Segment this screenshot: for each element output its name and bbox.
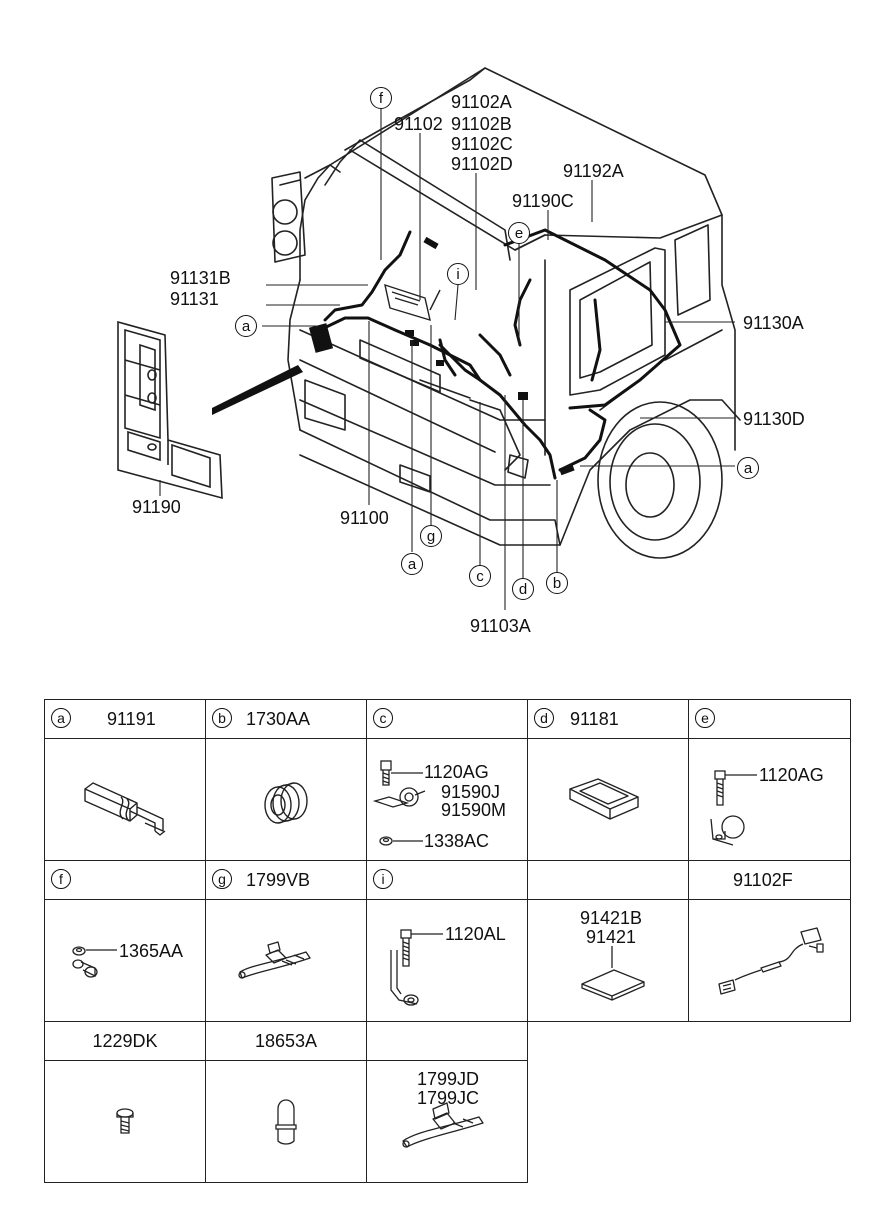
bolt-bracket-icon (390, 929, 443, 1006)
cell-header-e: e (688, 699, 851, 739)
cell-header-i: i (366, 860, 528, 900)
part-label-91102: 91102 (394, 114, 443, 134)
part-label-91130D: 91130D (743, 409, 805, 429)
wiring-diagram: 91102A 91102 91102B 91102C 91102D 91192A… (117, 67, 805, 636)
part-label-91100: 91100 (340, 508, 389, 528)
callout-a-bottom: a (401, 553, 423, 575)
cell-header-91102F: 91102F (688, 860, 851, 900)
callout-part: 91590M (441, 800, 507, 820)
callout-part: 1799JC (417, 1088, 480, 1108)
part-number: 1730AA (246, 709, 311, 729)
callout-d: d (512, 578, 534, 600)
part-label-91190C: 91190C (512, 191, 574, 211)
part-number: 1799VB (246, 870, 311, 890)
clamp-assembly-icon (372, 760, 426, 846)
cell-header-c: c (366, 699, 528, 739)
callout-c: c (469, 565, 491, 587)
cell-body-f: 1365AA (44, 899, 206, 1022)
callout-part: 1120AG (759, 765, 824, 785)
callout-part: 1799JD (417, 1069, 480, 1089)
cell-body-d (527, 738, 689, 861)
cell-letter: i (373, 869, 393, 889)
cell-body-i: 1120AL (366, 899, 528, 1022)
callout-part: 91421B (580, 908, 643, 928)
parts-table: a 91191 b 1730AA c d 91181 e (44, 699, 851, 1183)
part-label-91130A: 91130A (743, 313, 804, 333)
bulb-icon (275, 1099, 297, 1145)
part-number: 91102F (733, 870, 793, 890)
cell-header-b: b 1730AA (205, 699, 367, 739)
cell-body-e: 1120AG (688, 738, 851, 861)
part-label-91102B: 91102B (451, 114, 512, 134)
cell-letter: a (51, 708, 71, 728)
part-label-91102D: 91102D (451, 154, 513, 174)
part-label-91192A: 91192A (563, 161, 624, 181)
cover-block-icon (569, 778, 639, 820)
cell-body-c: 1120AG 91590J 91590M 1338AC (366, 738, 528, 861)
callout-a-right: a (737, 457, 759, 479)
truck-cab-illustration (117, 67, 741, 610)
cell-letter: c (373, 708, 393, 728)
cell-body-g (205, 899, 367, 1022)
cable-tie-icon (238, 941, 311, 979)
callout-a-left: a (235, 315, 257, 337)
cell-header-18653A: 18653A (205, 1021, 367, 1061)
cell-body-1229DK (44, 1060, 206, 1183)
cell-body-b (205, 738, 367, 861)
callout-part: 91590J (441, 782, 501, 802)
cell-header-f: f (44, 860, 206, 900)
callout-part: 1120AL (445, 924, 506, 944)
cell-body-1799JD: 1799JD 1799JC (366, 1060, 528, 1183)
jumper-harness-icon (718, 927, 824, 995)
empty-area (527, 1021, 851, 1183)
callout-part: 1338AC (424, 831, 490, 851)
callout-f: f (370, 87, 392, 109)
callout-part: 91421 (586, 927, 637, 947)
cell-header-a: a 91191 (44, 699, 206, 739)
washer-terminal-icon (72, 946, 117, 978)
cell-body-91421: 91421B 91421 (527, 899, 689, 1022)
callout-e: e (508, 222, 530, 244)
cell-header-d: d 91181 (527, 699, 689, 739)
cell-letter: g (212, 869, 232, 889)
part-label-91103A: 91103A (470, 616, 531, 636)
cell-header-blank-2 (366, 1021, 528, 1061)
grommet-icon (264, 782, 308, 824)
callout-b: b (546, 572, 568, 594)
cell-letter: b (212, 708, 232, 728)
callout-part: 1365AA (119, 941, 184, 961)
part-number: 91191 (107, 709, 156, 729)
part-label-91131B: 91131B (170, 268, 231, 288)
cell-header-1229DK: 1229DK (44, 1021, 206, 1061)
callout-part: 1120AG (424, 762, 489, 782)
cell-letter: d (534, 708, 554, 728)
bolt-clamp-icon (710, 770, 757, 846)
cell-letter: f (51, 869, 71, 889)
part-number: 1229DK (92, 1031, 158, 1051)
cell-header-g: g 1799VB (205, 860, 367, 900)
part-number: 18653A (254, 1031, 318, 1051)
cell-letter: e (695, 708, 715, 728)
part-label-91131: 91131 (170, 289, 219, 309)
cell-header-blank (527, 860, 689, 900)
part-label-91102A: 91102A (451, 92, 512, 112)
label-plate-icon (581, 946, 645, 1001)
weatherstrip-icon (84, 782, 166, 836)
cell-body-91102F (688, 899, 851, 1022)
callout-i: i (447, 263, 469, 285)
screw-icon (116, 1108, 134, 1134)
part-label-91190: 91190 (132, 497, 181, 517)
part-number: 91181 (570, 709, 619, 729)
part-label-91102C: 91102C (451, 134, 513, 154)
callout-g: g (420, 525, 442, 547)
cell-body-a (44, 738, 206, 861)
cell-body-18653A (205, 1060, 367, 1183)
band-cable-tie-icon (402, 1102, 484, 1148)
